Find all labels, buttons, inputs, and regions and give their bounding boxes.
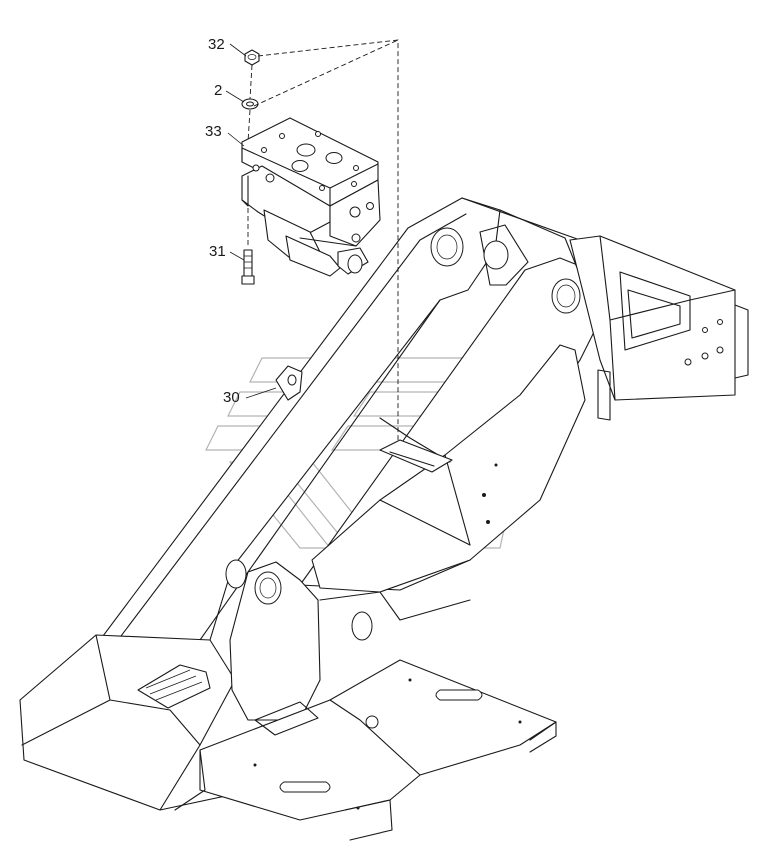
valve-block-assembly (241, 39, 399, 440)
frame (19, 197, 749, 841)
callout-33: 33 (205, 123, 222, 140)
callout-32: 32 (208, 36, 225, 53)
boom-pivot-hole-left (430, 227, 464, 267)
callout-2: 2 (214, 82, 222, 99)
nut-32 (244, 49, 260, 66)
callout-31: 31 (209, 243, 226, 260)
callouts: 32 2 33 31 30 (205, 36, 277, 406)
bolt-31 (241, 249, 255, 285)
callout-30: 30 (223, 389, 240, 406)
lower-pivot-hole (254, 571, 282, 605)
boom-pivot-hole-right (551, 278, 581, 314)
washer-2 (241, 98, 259, 110)
